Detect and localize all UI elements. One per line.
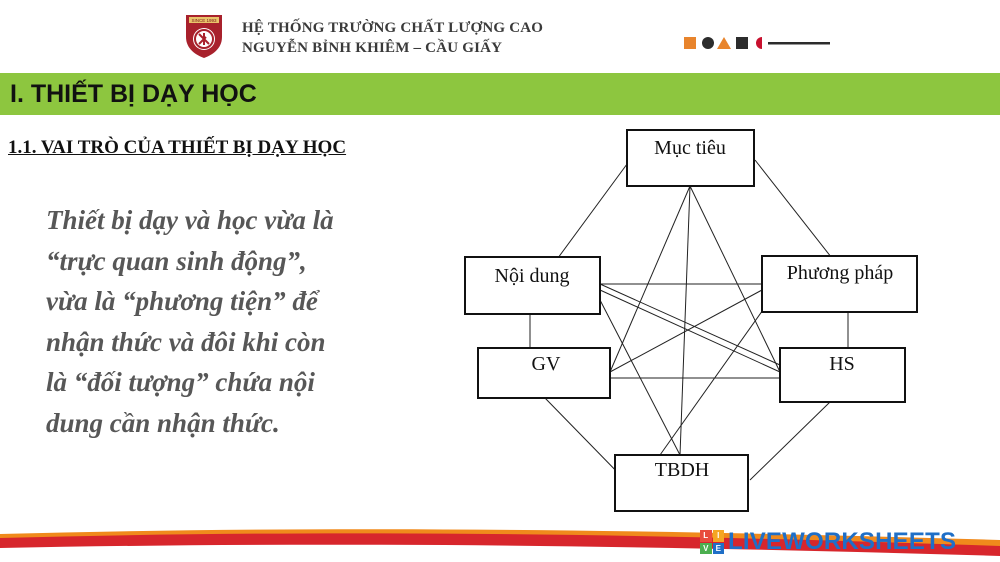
icon-letter: V xyxy=(700,542,712,554)
body-paragraph: Thiết bị dạy và học vừa là “trực quan si… xyxy=(46,200,446,443)
section-bar xyxy=(0,73,1000,115)
node-tbdh: TBDH xyxy=(614,454,749,512)
connector-line xyxy=(599,283,781,366)
node-label: GV xyxy=(532,353,561,375)
relationship-diagram: Mục tiêu Nội dung Phương pháp GV HS TBDH xyxy=(464,129,918,512)
connector-line xyxy=(754,159,836,263)
body-line: vừa là “phương tiện” để xyxy=(46,286,318,316)
subheading: 1.1. VAI TRÒ CỦA THIẾT BỊ DẠY HỌC xyxy=(8,137,347,158)
node-label: HS xyxy=(829,353,855,375)
body-line: Thiết bị dạy và học vừa là xyxy=(46,205,334,235)
icon-letter: I xyxy=(712,530,724,542)
liveworksheets-logo: L I V E LIVEWORKSHEETS xyxy=(700,527,956,557)
node-label: Mục tiêu xyxy=(654,137,726,159)
diagram-connectors xyxy=(529,159,849,481)
watermark-text: LIVEWORKSHEETS xyxy=(728,528,957,555)
school-name-line-1: HỆ THỐNG TRƯỜNG CHẤT LƯỢNG CAO xyxy=(242,20,544,36)
connector-line xyxy=(609,289,763,373)
logo-since-text: SINCE 1993 xyxy=(191,18,217,23)
connector-line xyxy=(544,397,626,481)
node-muc-tieu: Mục tiêu xyxy=(626,129,755,187)
liveworksheets-icon: L I V E xyxy=(700,530,724,554)
node-phuong-phap: Phương pháp xyxy=(761,255,918,313)
node-label: TBDH xyxy=(655,459,709,481)
bottom-stripe xyxy=(0,529,1000,562)
icon-letter: L xyxy=(700,530,712,542)
connector-line xyxy=(609,185,691,373)
node-gv: GV xyxy=(477,347,611,399)
decorative-shapes-icon xyxy=(684,37,830,49)
body-line: là “đối tượng” chứa nội xyxy=(46,367,315,397)
node-noi-dung: Nội dung xyxy=(464,256,601,315)
connector-line xyxy=(599,289,781,373)
node-hs: HS xyxy=(779,347,906,403)
connector-line xyxy=(679,185,691,456)
node-label: Nội dung xyxy=(495,265,570,287)
icon-letter: E xyxy=(712,542,724,554)
header: SINCE 1993 HỆ THỐNG TRƯỜNG CHẤT LƯỢNG CA… xyxy=(0,0,1000,72)
school-name-line-2: NGUYỄN BỈNH KHIÊM – CẦU GIẤY xyxy=(242,40,503,56)
section-title: I. THIẾT BỊ DẠY HỌC xyxy=(10,80,257,108)
connector-line xyxy=(554,159,631,263)
body-line: nhận thức và đôi khi còn xyxy=(46,326,326,357)
node-label: Phương pháp xyxy=(787,262,893,284)
connector-line xyxy=(689,185,781,373)
body-line: dung cần nhận thức. xyxy=(46,407,280,438)
school-crest-icon: SINCE 1993 xyxy=(186,15,222,58)
connector-line xyxy=(749,401,831,481)
body-line: “trực quan sinh động”, xyxy=(46,245,307,276)
